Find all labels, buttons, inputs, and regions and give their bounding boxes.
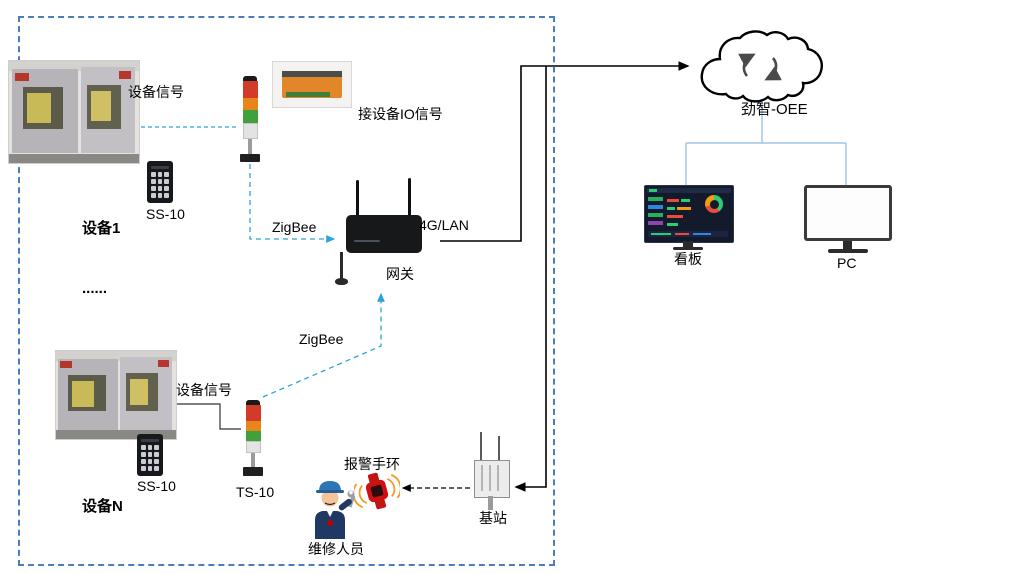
tower-base bbox=[240, 154, 260, 162]
tower-red-light bbox=[245, 405, 261, 421]
io-module-photo bbox=[272, 61, 352, 108]
ts10-label: TS-10 bbox=[236, 484, 275, 500]
ss10-label-1: SS-10 bbox=[146, 206, 185, 222]
ss10-keypad-1 bbox=[147, 161, 173, 203]
factory-zone-boundary bbox=[18, 16, 555, 566]
base-station-antenna bbox=[480, 432, 482, 460]
deviceN-name-label: 设备N bbox=[82, 498, 123, 515]
worker-figure bbox=[315, 481, 356, 539]
device1-signal-label: 设备信号 bbox=[128, 84, 184, 100]
ss10-keypad-n bbox=[137, 434, 163, 476]
cnc-machine-photo-n bbox=[55, 350, 177, 440]
kanban-dashboard-screen bbox=[644, 185, 734, 243]
base-station bbox=[468, 432, 514, 512]
tower-body bbox=[245, 441, 261, 453]
kanban-donut-chart bbox=[705, 195, 723, 213]
zigbee-label-2: ZigBee bbox=[299, 331, 344, 347]
wristband-label: 报警手环 bbox=[344, 456, 400, 472]
pc-label: PC bbox=[837, 255, 857, 271]
ellipsis-more-devices: ...... bbox=[82, 280, 108, 297]
pc-stand bbox=[843, 241, 852, 249]
gateway-label: 网关 bbox=[386, 266, 414, 282]
kanban-label: 看板 bbox=[674, 251, 702, 267]
gateway-antenna-base bbox=[335, 278, 348, 285]
gateway-antenna-right bbox=[408, 178, 411, 216]
device1-name-label: 设备1 bbox=[82, 220, 121, 237]
stack-light-tower-ts10 bbox=[243, 400, 263, 476]
tower-body bbox=[242, 123, 258, 139]
alarm-wristband-icon bbox=[354, 472, 400, 510]
base-station-cabinet bbox=[474, 460, 510, 498]
tower-cap bbox=[243, 76, 257, 81]
zigbee-label-1: ZigBee bbox=[272, 219, 317, 235]
tower-red-light bbox=[242, 81, 258, 98]
gateway-router bbox=[332, 178, 428, 296]
tower-pole bbox=[248, 139, 252, 154]
base-station-pole bbox=[488, 496, 493, 510]
cloud-label: 劲智-OEE bbox=[741, 101, 808, 118]
deviceN-signal-label: 设备信号 bbox=[176, 382, 232, 398]
tower-amber-light bbox=[242, 98, 258, 110]
g4lan-label: 4G/LAN bbox=[419, 217, 469, 233]
pc-stand-base bbox=[828, 249, 868, 253]
kanban-stand bbox=[683, 241, 693, 247]
base-station-label: 基站 bbox=[479, 510, 507, 526]
tower-cap bbox=[246, 400, 260, 405]
tower-base bbox=[243, 467, 263, 476]
io-signal-label: 接设备IO信号 bbox=[358, 106, 443, 122]
cloud-sync-icon bbox=[700, 30, 823, 103]
tower-amber-light bbox=[245, 421, 261, 431]
tower-pole bbox=[251, 453, 255, 467]
kanban-stand-base bbox=[673, 247, 703, 250]
ss10-label-n: SS-10 bbox=[137, 478, 176, 494]
tower-green-light bbox=[242, 110, 258, 123]
gateway-antenna-left bbox=[356, 180, 359, 216]
pc-monitor bbox=[804, 185, 892, 241]
tower-green-light bbox=[245, 431, 261, 441]
base-station-antenna bbox=[498, 436, 500, 460]
worker-label: 维修人员 bbox=[308, 541, 364, 557]
cnc-machine-photo-1 bbox=[8, 60, 140, 164]
stack-light-tower-1 bbox=[240, 76, 260, 162]
gateway-external-antenna bbox=[340, 252, 343, 280]
gateway-body bbox=[346, 215, 422, 253]
